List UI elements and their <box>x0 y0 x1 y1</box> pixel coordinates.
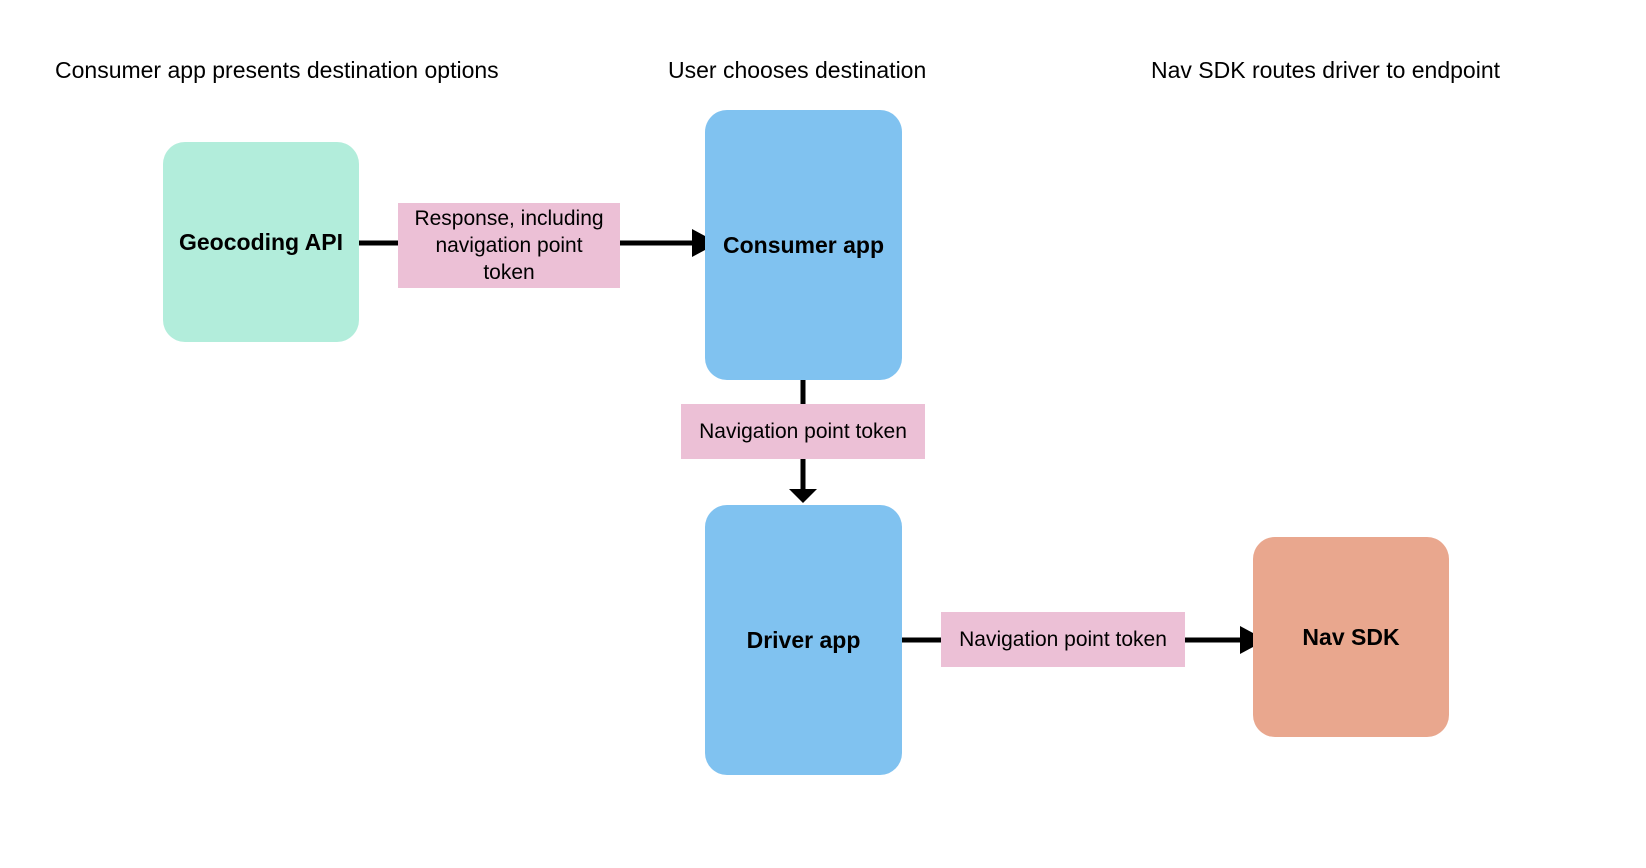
edge-label-navigation-point-token-consumer-driver: Navigation point token <box>681 404 925 459</box>
stage-header-user-chooses: User chooses destination <box>668 57 927 83</box>
node-geocoding-api[interactable]: Geocoding API <box>163 142 359 342</box>
stage-header-consumer-app: Consumer app presents destination option… <box>55 57 499 83</box>
node-nav-sdk[interactable]: Nav SDK <box>1253 537 1449 737</box>
node-label: Nav SDK <box>1302 624 1400 650</box>
node-consumer-app[interactable]: Consumer app <box>705 110 902 380</box>
edge-label-navigation-point-token-driver-navsdk: Navigation point token <box>941 612 1185 667</box>
node-label: Driver app <box>746 627 861 653</box>
stage-header-nav-sdk: Nav SDK routes driver to endpoint <box>1151 57 1501 83</box>
node-driver-app[interactable]: Driver app <box>705 505 902 775</box>
edge-label-text: Navigation point token <box>699 420 907 443</box>
edge-label-text: Navigation point token <box>959 628 1167 651</box>
node-label: Geocoding API <box>179 229 343 255</box>
node-label: Consumer app <box>722 232 885 258</box>
